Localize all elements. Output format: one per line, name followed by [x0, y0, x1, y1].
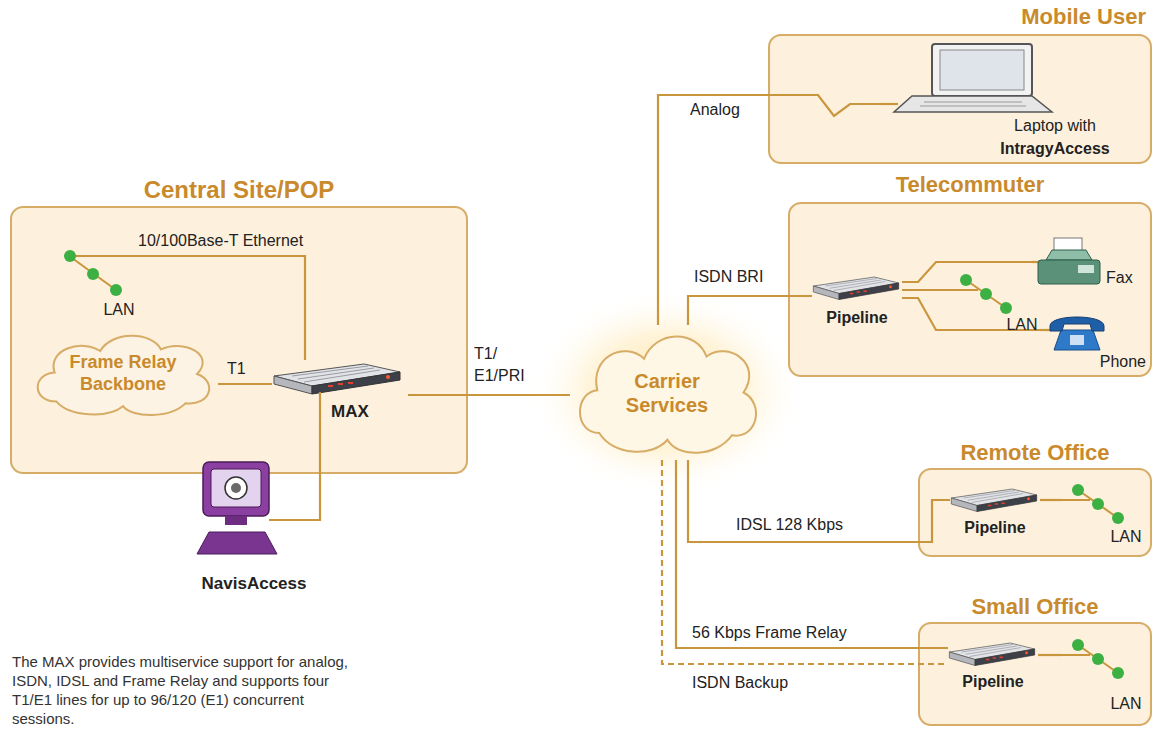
- site-heading: Central Site/POP: [16, 176, 462, 205]
- node-label: Carrier Services: [617, 369, 717, 417]
- node-label: Frame Relay Backbone: [58, 352, 188, 395]
- node-label: Pipeline: [950, 518, 1040, 537]
- node-label: Phone: [1088, 352, 1146, 371]
- site-box: Remote OfficePipeline LAN: [918, 440, 1152, 557]
- node-label: LAN: [1106, 694, 1146, 713]
- node-label: MAX: [320, 402, 380, 422]
- node-label: Pipeline: [948, 672, 1038, 691]
- lan-node: LAN: [1062, 632, 1146, 716]
- node-label: NavisAccess: [195, 574, 313, 594]
- site-heading: Telecommuter: [794, 172, 1146, 198]
- lan-node: LAN: [1062, 478, 1146, 548]
- node-label: Laptop with: [966, 116, 1144, 135]
- site-box: TelecommuterPipeline FaxLAN Phone: [788, 172, 1152, 377]
- site-heading: Remote Office: [924, 440, 1146, 466]
- site-box: Small OfficePipelineLAN: [918, 594, 1152, 726]
- pipe-node: Pipeline: [948, 640, 1038, 696]
- laptop-node: Laptop withIntragyAccess: [880, 42, 1146, 160]
- node-label: LAN: [1002, 315, 1042, 334]
- site-box: Mobile UserLaptop withIntragyAccess: [768, 4, 1152, 164]
- lan-node: LAN: [58, 238, 140, 320]
- node-label: LAN: [1106, 527, 1146, 546]
- pipe-node: Pipeline: [950, 486, 1040, 540]
- network-link: [688, 460, 950, 542]
- cloud2-icon: [570, 325, 765, 460]
- link-label: ISDN Backup: [692, 672, 788, 694]
- backup-link: [662, 460, 948, 664]
- link-label: T1/ E1/PRI: [474, 343, 538, 387]
- link-label: T1: [227, 358, 246, 380]
- node-label: LAN: [98, 300, 140, 319]
- link-label: 10/100Base-T Ethernet: [138, 230, 303, 252]
- pipe-node: Pipeline: [812, 274, 902, 332]
- network-cloud: Frame Relay Backbone: [28, 328, 218, 420]
- lan-node: LAN: [950, 262, 1042, 334]
- caption: The MAX provides multiservice support fo…: [12, 652, 357, 728]
- link-label: IDSL 128 Kbps: [736, 514, 843, 536]
- network-cloud: Carrier Services: [570, 325, 765, 460]
- link-label: Analog: [690, 99, 740, 121]
- site-heading: Small Office: [924, 594, 1146, 620]
- link-label: 56 Kbps Frame Relay: [692, 622, 847, 644]
- network-link: [676, 460, 948, 648]
- node-label: IntragyAccess: [966, 139, 1144, 158]
- site-heading: Mobile User: [774, 4, 1146, 30]
- site-box: Central Site/POP Frame Relay BackboneMAX L…: [10, 176, 468, 474]
- pc-node: NavisAccess: [195, 462, 313, 598]
- phone-node: Phone: [1040, 314, 1148, 372]
- node-label: Fax: [1106, 268, 1146, 287]
- link-label: ISDN BRI: [694, 266, 763, 288]
- fax-node: Fax: [1032, 238, 1147, 290]
- node-label: Pipeline: [812, 308, 902, 327]
- max-node: MAX: [272, 360, 408, 424]
